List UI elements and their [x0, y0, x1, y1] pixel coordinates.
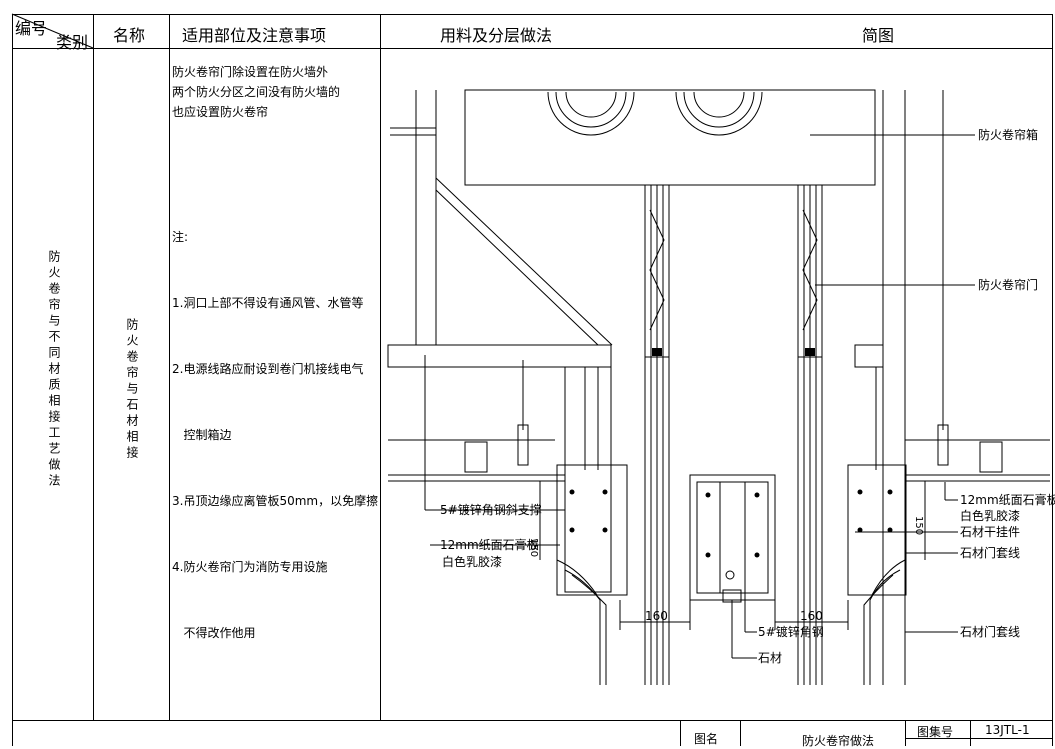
note-item: 3.吊顶边缘应离管板50mm，以免摩擦 — [172, 494, 379, 508]
footer-drawing-name: 防火卷帘做法 — [802, 734, 875, 748]
footer-atlas-label: 图集号 — [917, 725, 954, 739]
label-paint-right: 白色乳胶漆 — [960, 508, 1020, 523]
label-stone-frame-bottom: 石材门套线 — [960, 624, 1020, 639]
header-method: 用料及分层做法 — [440, 26, 553, 45]
label-shutter-box: 防火卷帘箱 — [978, 127, 1038, 142]
footer-atlas-value: 13JTL-1 — [985, 723, 1030, 737]
row-category: 防火卷帘与不同材质相接工艺做法 — [47, 250, 61, 490]
label-stone: 石材 — [758, 651, 782, 665]
label-paint-left: 白色乳胶漆 — [442, 554, 502, 569]
footer-drawing-name-label: 图名 — [694, 732, 719, 746]
row-name: 防火卷帘与石材相接 — [125, 318, 139, 462]
note-item: 控制箱边 — [172, 428, 232, 442]
note-item: 不得改作他用 — [172, 626, 256, 640]
notes-list: 注: 1.洞口上部不得设有通风管、水管等 2.电源线路应耐设到卷门机接线电气 控… — [172, 182, 378, 666]
label-dim-v-right: 150 — [913, 516, 924, 535]
label-dim-v-left: 150 — [528, 538, 539, 557]
label-galv-angle: 5#镀锌角钢 — [758, 625, 824, 639]
notes-intro-line: 两个防火分区之间没有防火墙的 — [172, 85, 341, 99]
header-category: 类别 — [56, 33, 89, 52]
label-dim-right: 160 — [800, 609, 823, 623]
note-item: 4.防火卷帘门为消防专用设施 — [172, 560, 328, 574]
header-scope: 适用部位及注意事项 — [182, 26, 327, 45]
label-gypsum-right: 12mm纸面石膏板 — [960, 492, 1055, 507]
header-name: 名称 — [113, 26, 146, 45]
label-gypsum-left: 12mm纸面石膏板 — [440, 537, 539, 552]
label-stone-frame-top: 石材门套线 — [960, 545, 1020, 560]
label-dim-left: 160 — [645, 609, 668, 623]
header-code: 编号 — [15, 19, 48, 38]
notes-intro-line: 防火卷帘门除设置在防火墙外 — [172, 65, 329, 79]
notes-title: 注: — [172, 230, 189, 244]
notes-intro: 防火卷帘门除设置在防火墙外 两个防火分区之间没有防火墙的 也应设置防火卷帘 — [172, 62, 340, 122]
header-diagram: 简图 — [862, 26, 895, 45]
note-item: 2.电源线路应耐设到卷门机接线电气 — [172, 362, 364, 376]
label-galv-brace: 5#镀锌角钢斜支撑 — [440, 502, 542, 517]
notes-intro-line: 也应设置防火卷帘 — [172, 105, 269, 119]
label-stone-hanger: 石材干挂件 — [960, 525, 1020, 539]
label-shutter: 防火卷帘门 — [978, 277, 1038, 292]
note-item: 1.洞口上部不得设有通风管、水管等 — [172, 296, 364, 310]
